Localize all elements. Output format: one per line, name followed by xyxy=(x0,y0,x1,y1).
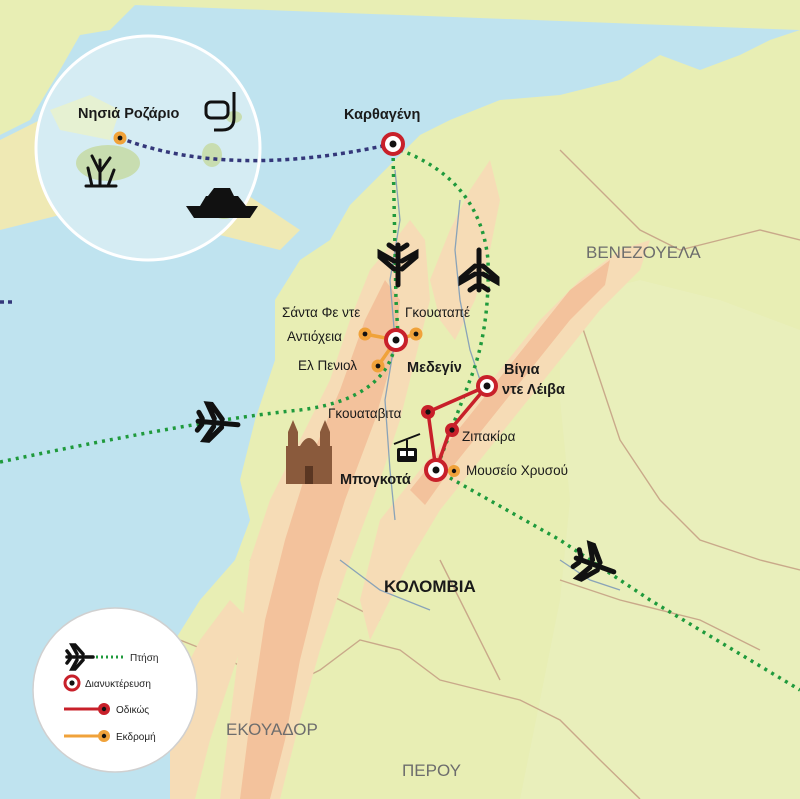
legend-flight-label: Πτήση xyxy=(130,652,158,664)
road-stops xyxy=(421,405,459,437)
cathedral-icon xyxy=(286,420,332,484)
label-santa-fe-1: Σάντα Φε ντε xyxy=(282,305,360,320)
label-medellin: Μεδεγίν xyxy=(407,360,462,376)
label-santa-fe-2: Αντιόχεια xyxy=(287,329,342,344)
boat-icon xyxy=(186,188,258,218)
label-gold-museum: Μουσείο Χρυσού xyxy=(466,463,568,478)
flight-routes xyxy=(0,148,800,692)
legend-overnight: Διανυκτέρευση xyxy=(63,674,151,692)
stop-guatavita xyxy=(421,405,435,419)
legend-road-label: Οδικώς xyxy=(116,704,149,716)
label-ecuador: ΕΚΟΥΑΔΟΡ xyxy=(226,720,318,739)
legend-excursion-label: Εκδρομή xyxy=(116,731,156,743)
label-zipaquira: Ζιπακίρα xyxy=(462,429,516,444)
excursion-stops xyxy=(113,131,460,477)
overnight-marker-cartagena xyxy=(381,132,405,156)
label-colombia: ΚΟΛΟΜΒΙΑ xyxy=(384,577,476,596)
plane-icon xyxy=(458,247,500,293)
plains-east xyxy=(520,280,800,799)
legend-road: Οδικώς xyxy=(64,703,149,716)
stop-santa-fe xyxy=(358,327,372,341)
legend: Πτήση Διανυκτέρευση Οδικώς Εκδρομή xyxy=(32,607,198,773)
stop-zipaquira xyxy=(445,423,459,437)
label-rosario: Νησιά Ροζάριο xyxy=(78,106,180,122)
rosario-inset xyxy=(34,34,262,262)
overnight-marker-bogota xyxy=(424,458,448,482)
label-cartagena: Καρθαγένη xyxy=(344,107,420,123)
label-peru: ΠΕΡΟΥ xyxy=(402,761,461,780)
plane-icon xyxy=(377,242,419,288)
cable-car-icon xyxy=(393,433,421,462)
plane-icon xyxy=(570,540,617,582)
label-villa-1: Βίγια xyxy=(504,362,540,378)
overnight-marker-villa xyxy=(476,375,498,397)
stop-rosario xyxy=(113,131,127,145)
label-guatape: Γκουαταπέ xyxy=(405,305,470,320)
legend-excursion: Εκδρομή xyxy=(64,730,156,743)
label-bogota: Μπογκοτά xyxy=(340,472,411,488)
coral-icon xyxy=(84,154,118,188)
sea-routes xyxy=(0,136,393,304)
stop-gold-museum xyxy=(448,465,460,477)
overnight-markers xyxy=(381,132,498,482)
plane-icon xyxy=(194,401,241,443)
label-penol: Ελ Πενιολ xyxy=(298,358,357,373)
snorkel-icon xyxy=(204,92,236,132)
stop-penol xyxy=(371,359,385,373)
label-guatavita: Γκουαταβιτα xyxy=(328,406,402,421)
legend-overnight-label: Διανυκτέρευση xyxy=(85,678,151,690)
label-venezuela: ΒΕΝΕΖΟΥΕΛΑ xyxy=(586,243,701,262)
label-villa-2: ντε Λέιβα xyxy=(502,382,565,398)
stop-guatape xyxy=(409,327,423,341)
overnight-marker-medellin xyxy=(384,328,408,352)
legend-flight: Πτήση xyxy=(65,643,158,671)
